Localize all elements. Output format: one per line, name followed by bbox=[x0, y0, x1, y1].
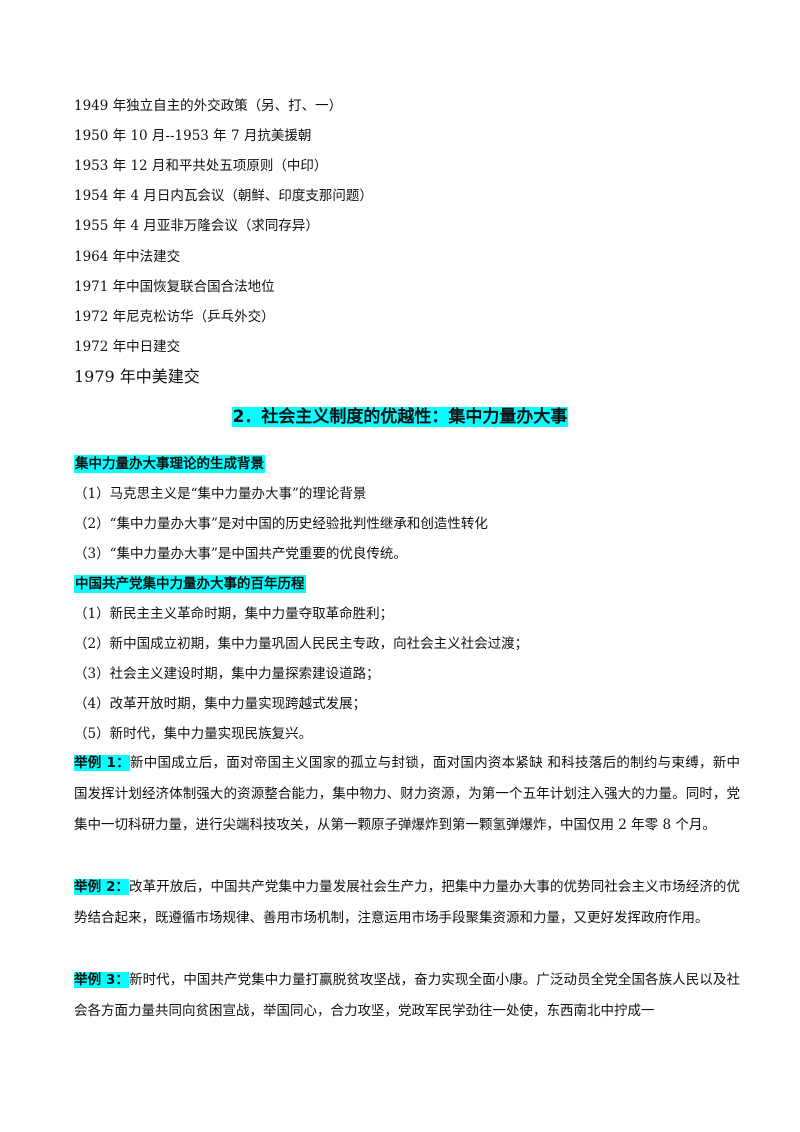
example-tag: 举例 1： bbox=[74, 755, 130, 771]
example-paragraph: 举例 1：新中国成立后，面对帝国主义国家的孤立与封锁，面对国内资本紧缺 和科技落… bbox=[74, 748, 740, 841]
timeline-item: 1949 年独立自主的外交政策（另、打、一） bbox=[74, 98, 343, 114]
history-item: （1）新民主主义革命时期，集中力量夺取革命胜利； bbox=[74, 606, 394, 622]
background-item: （3）“集中力量办大事”是中国共产党重要的优良传统。 bbox=[74, 546, 407, 562]
timeline-item: 1955 年 4 月亚非万隆会议（求同存异） bbox=[74, 218, 319, 234]
background-item: （1）马克思主义是“集中力量办大事”的理论背景 bbox=[74, 486, 367, 502]
background-item: （2）“集中力量办大事”是对中国的历史经验批判性继承和创造性转化 bbox=[74, 516, 488, 532]
timeline-item: 1954 年 4 月日内瓦会议（朝鲜、印度支那问题） bbox=[74, 188, 373, 204]
history-item: （2）新中国成立初期，集中力量巩固人民民主专政，向社会主义社会过渡； bbox=[74, 636, 529, 652]
timeline-item: 1964 年中法建交 bbox=[74, 249, 181, 265]
section-title: 2．社会主义制度的优越性：集中力量办大事 bbox=[0, 405, 800, 429]
example-text: 新时代，中国共产党集中力量打赢脱贫攻坚战，奋力实现全面小康。广泛动员全党全国各族… bbox=[74, 972, 741, 1019]
history-item: （4）改革开放时期，集中力量实现跨越式发展； bbox=[74, 696, 367, 712]
history-item: （5）新时代，集中力量实现民族复兴。 bbox=[74, 726, 313, 742]
timeline-item: 1950 年 10 月--1953 年 7 月抗美援朝 bbox=[74, 128, 312, 144]
example-text: 改革开放后，中国共产党集中力量发展社会生产力，把集中力量办大事的优势同社会主义市… bbox=[74, 879, 741, 926]
timeline-item: 1972 年中日建交 bbox=[74, 339, 181, 355]
timeline-item: 1953 年 12 月和平共处五项原则（中印） bbox=[74, 158, 328, 174]
example-paragraph: 举例 3：新时代，中国共产党集中力量打赢脱贫攻坚战，奋力实现全面小康。广泛动员全… bbox=[74, 965, 740, 1027]
history-item: （3）社会主义建设时期，集中力量探索建设道路； bbox=[74, 666, 380, 682]
example-tag: 举例 2： bbox=[74, 879, 129, 895]
example-paragraph: 举例 2：改革开放后，中国共产党集中力量发展社会生产力，把集中力量办大事的优势同… bbox=[74, 872, 740, 934]
section-title-text: 2．社会主义制度的优越性：集中力量办大事 bbox=[231, 407, 569, 427]
example-tag: 举例 3： bbox=[74, 972, 129, 988]
timeline-item: 1972 年尼克松访华（乒乓外交） bbox=[74, 309, 275, 325]
example-text: 新中国成立后，面对帝国主义国家的孤立与封锁，面对国内资本紧缺 和科技落后的制约与… bbox=[74, 755, 740, 833]
history-heading: 中国共产党集中力量办大事的百年历程 bbox=[74, 575, 306, 593]
timeline-item: 1971 年中国恢复联合国合法地位 bbox=[74, 279, 275, 295]
background-heading: 集中力量办大事理论的生成背景 bbox=[74, 455, 265, 473]
timeline-item: 1979 年中美建交 bbox=[74, 367, 200, 386]
